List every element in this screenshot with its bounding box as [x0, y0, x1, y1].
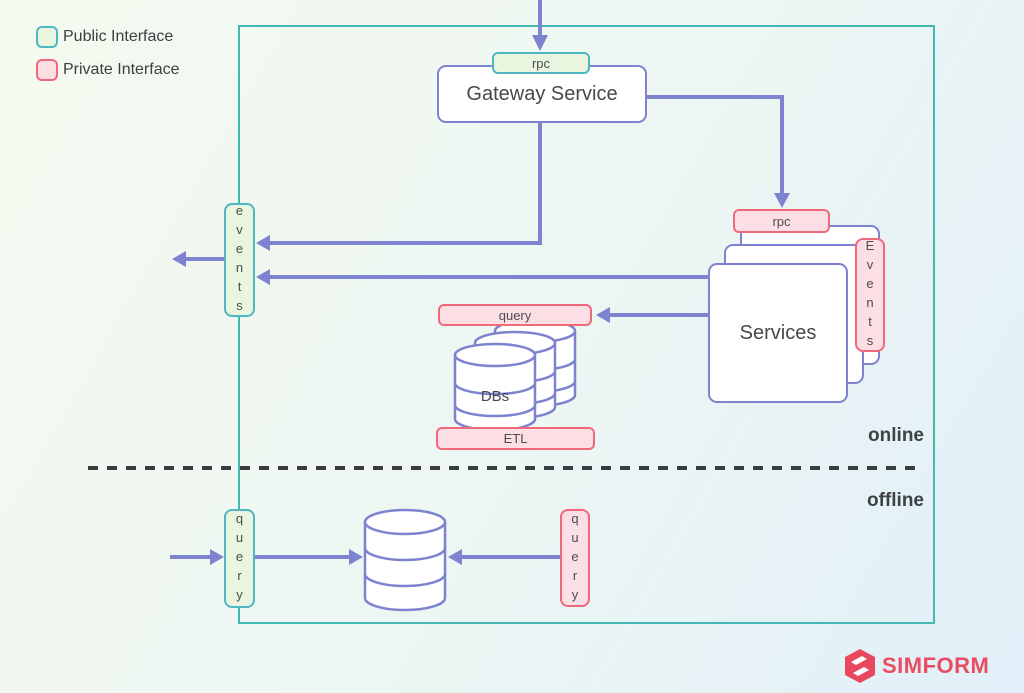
services-events-badge: Events — [855, 238, 885, 352]
offline-query-in-badge: query — [224, 509, 255, 608]
arrowhead-left-out — [172, 251, 186, 267]
online-zone-label: online — [868, 425, 924, 446]
offline-zone-label: offline — [867, 490, 924, 511]
gateway-service-label: Gateway Service — [466, 82, 618, 105]
brand-logo: SIMFORM — [843, 648, 989, 684]
gateway-rpc-label: rpc — [531, 55, 551, 71]
gateway-service-node: Gateway Service — [437, 65, 647, 123]
store-query-badge: query — [438, 304, 592, 326]
store-etl-badge: ETL — [436, 427, 595, 450]
offline-private-query-badge: query — [560, 509, 590, 607]
gateway-rpc-badge: rpc — [492, 52, 590, 74]
store-query-label: query — [498, 307, 532, 323]
private-interface-swatch — [36, 59, 58, 81]
private-interface-label: Private Interface — [63, 61, 180, 78]
services-rpc-label: rpc — [772, 213, 791, 229]
simform-logo-icon — [845, 649, 875, 683]
public-interface-swatch — [36, 26, 58, 48]
offline-query-in-label: query — [232, 511, 247, 606]
services-rpc-badge: rpc — [733, 209, 830, 233]
events-bus-badge: events — [224, 203, 255, 317]
services-events-label: Events — [862, 238, 878, 352]
store-etl-label: ETL — [503, 431, 528, 446]
events-bus-label: events — [232, 203, 247, 317]
arrowhead-right-offline-query — [210, 549, 224, 565]
offline-private-query-label: query — [567, 510, 583, 606]
brand-name: SIMFORM — [882, 653, 990, 678]
dbs-label: DBs — [480, 388, 510, 405]
system-boundary-box — [238, 25, 935, 624]
public-interface-label: Public Interface — [63, 28, 174, 45]
services-label: Services — [739, 321, 817, 344]
services-card-front: Services — [708, 263, 848, 403]
